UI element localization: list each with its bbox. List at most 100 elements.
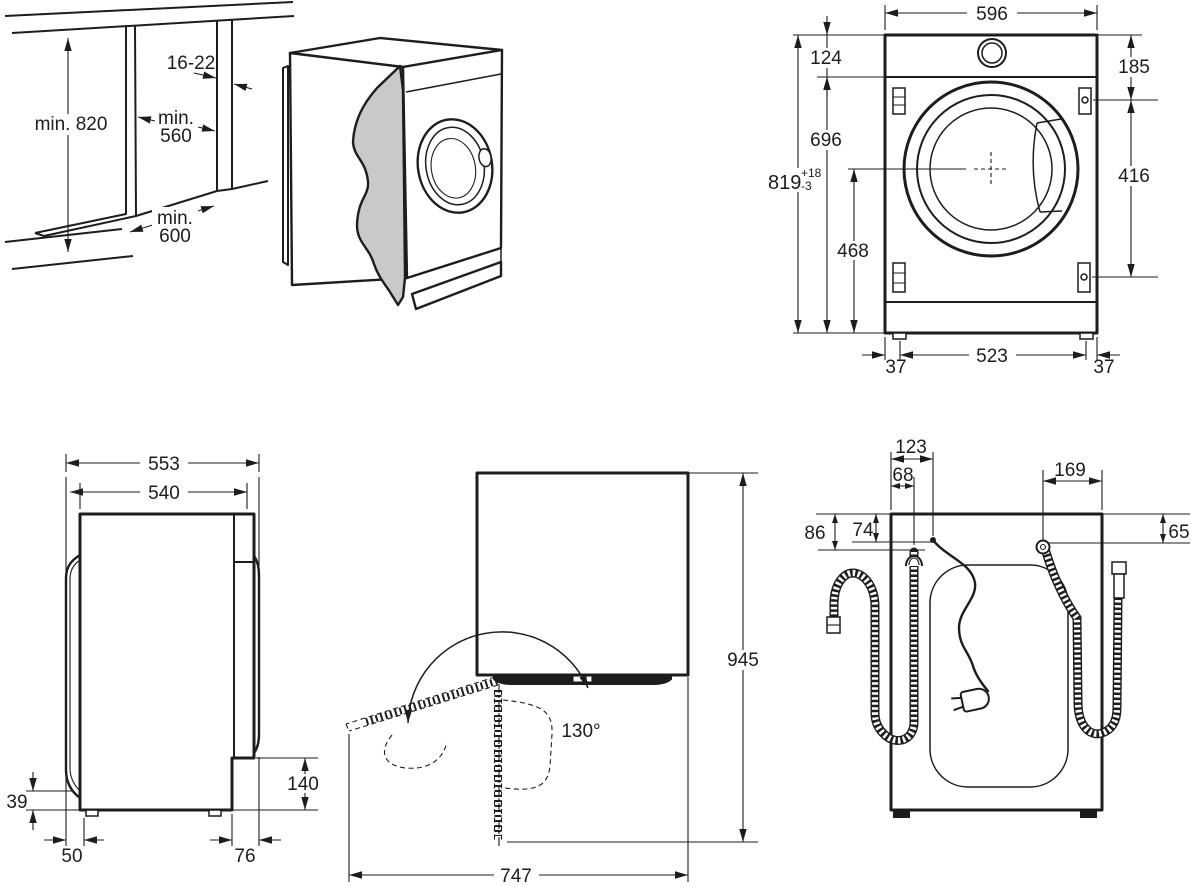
inlet-attachment-center [1039,543,1047,551]
label-bg [30,114,112,135]
door-swing-arc [404,631,589,724]
door-handle [478,147,492,168]
label-bg [722,650,764,670]
dim-523-label: 523 [976,346,1008,367]
hinge-hole-top [1081,96,1089,104]
machine-top-outline [475,471,690,677]
dim-37-right-label: 37 [1093,357,1114,378]
dim-124-label: 124 [810,48,842,69]
dim-819-label: 819 [768,172,801,194]
dim-560-label-2: 560 [160,126,192,147]
torn-packaging-panel [351,64,407,307]
front-door-bulge [64,553,81,799]
dim-819-tol-plus: +18 [801,166,822,180]
dim-416-label: 416 [1118,166,1150,187]
door-position-open [363,677,499,726]
hinge-plate-bottom-right [1077,262,1091,293]
dim-696-label: 696 [810,130,842,151]
extension-lines [816,452,1190,551]
dim-560-label-1: min. [158,108,194,129]
hinge-vent-top-left [892,87,906,115]
label-bg [806,130,847,150]
front-panel-seam [405,73,502,93]
dim-68-label: 68 [892,465,913,486]
label-bg [1114,57,1156,77]
program-knob [977,38,1007,68]
power-cable-line [931,538,990,693]
dim-39-label: 39 [6,792,27,813]
drain-hose [826,547,923,745]
dim-arrow [137,116,156,124]
floor-lines [4,228,134,270]
inlet-fitting-body [1113,573,1125,599]
power-cable [930,537,990,713]
door-position-open-outline [345,676,499,732]
label-bg [140,454,188,473]
machine-isometric [282,36,504,311]
drain-hose-ribs [830,552,918,744]
dim-130deg-label: 130° [561,721,600,742]
front-door-bulge-inner [69,559,81,792]
label-bg [766,168,824,192]
foot-right [1079,332,1094,340]
label-bg [1113,166,1156,186]
rear-bulge [253,555,261,754]
door-swing-view: 130° 945 747 [345,471,764,886]
label-bg [152,207,198,244]
dim-468-label: 468 [837,241,869,262]
plug-prongs [951,696,964,712]
front-view: 596 819 +18 -3 124 696 468 185 416 523 3… [766,4,1158,378]
dim-540-label: 540 [148,483,180,504]
dim-596-label: 596 [976,4,1008,25]
vent-lines [893,96,905,106]
label-bg [806,48,847,68]
door-assembly [416,118,494,214]
drain-hose-clip [905,555,923,567]
foot-rear [208,809,222,817]
dim-16-22-label: 16-22 [167,53,216,74]
foot-front [85,809,99,817]
dim-86-label: 86 [804,523,825,544]
machine-plinth [410,260,503,311]
dim-65-label: 65 [1168,522,1189,543]
hinge-plate-top-right [1078,87,1092,115]
dim-820-label: min. 820 [35,114,108,135]
foot-left [892,332,907,340]
dim-50-label: 50 [61,846,82,867]
rear-tub-panel [929,564,1069,788]
door-bowl-down [502,699,553,790]
extension-lines [348,472,758,882]
hinge-hole-bottom [1080,273,1088,281]
program-knob-inner [981,42,1003,64]
door-glass [430,137,477,199]
power-plug [951,687,990,713]
hinge-vent-bottom-left [892,262,906,293]
rear-channel-lines [233,514,254,758]
drum-center-crosshair [974,152,1008,186]
rear-foot-left [893,810,910,818]
dim-819-tol-minus: -3 [801,179,812,193]
dim-140-label: 140 [287,774,319,795]
inlet-hose-ribs [1043,551,1122,737]
rear-view: 123 68 169 86 74 65 [804,437,1190,818]
dim-553-label: 553 [148,454,180,475]
dim-arrow [197,124,216,132]
rear-foot-right [1080,810,1097,818]
dim-37-left-label: 37 [885,357,906,378]
right-cabinet-panel [216,19,269,192]
machine-side-outline [78,512,256,812]
dim-185-label: 185 [1118,57,1150,78]
door-bowl-open [383,734,448,769]
label-bg [969,347,1016,365]
furniture-door-panel [282,65,289,266]
extension-lines [793,5,1158,360]
dim-76-label: 76 [234,846,255,867]
label-bg [967,4,1017,23]
label-bg [140,483,188,502]
drain-hose-clip-inner [908,557,920,566]
dim-123-label: 123 [895,437,927,458]
dim-arrow [193,71,217,79]
dim-600-label-2: 600 [159,226,191,247]
dim-945-label: 945 [727,650,759,671]
